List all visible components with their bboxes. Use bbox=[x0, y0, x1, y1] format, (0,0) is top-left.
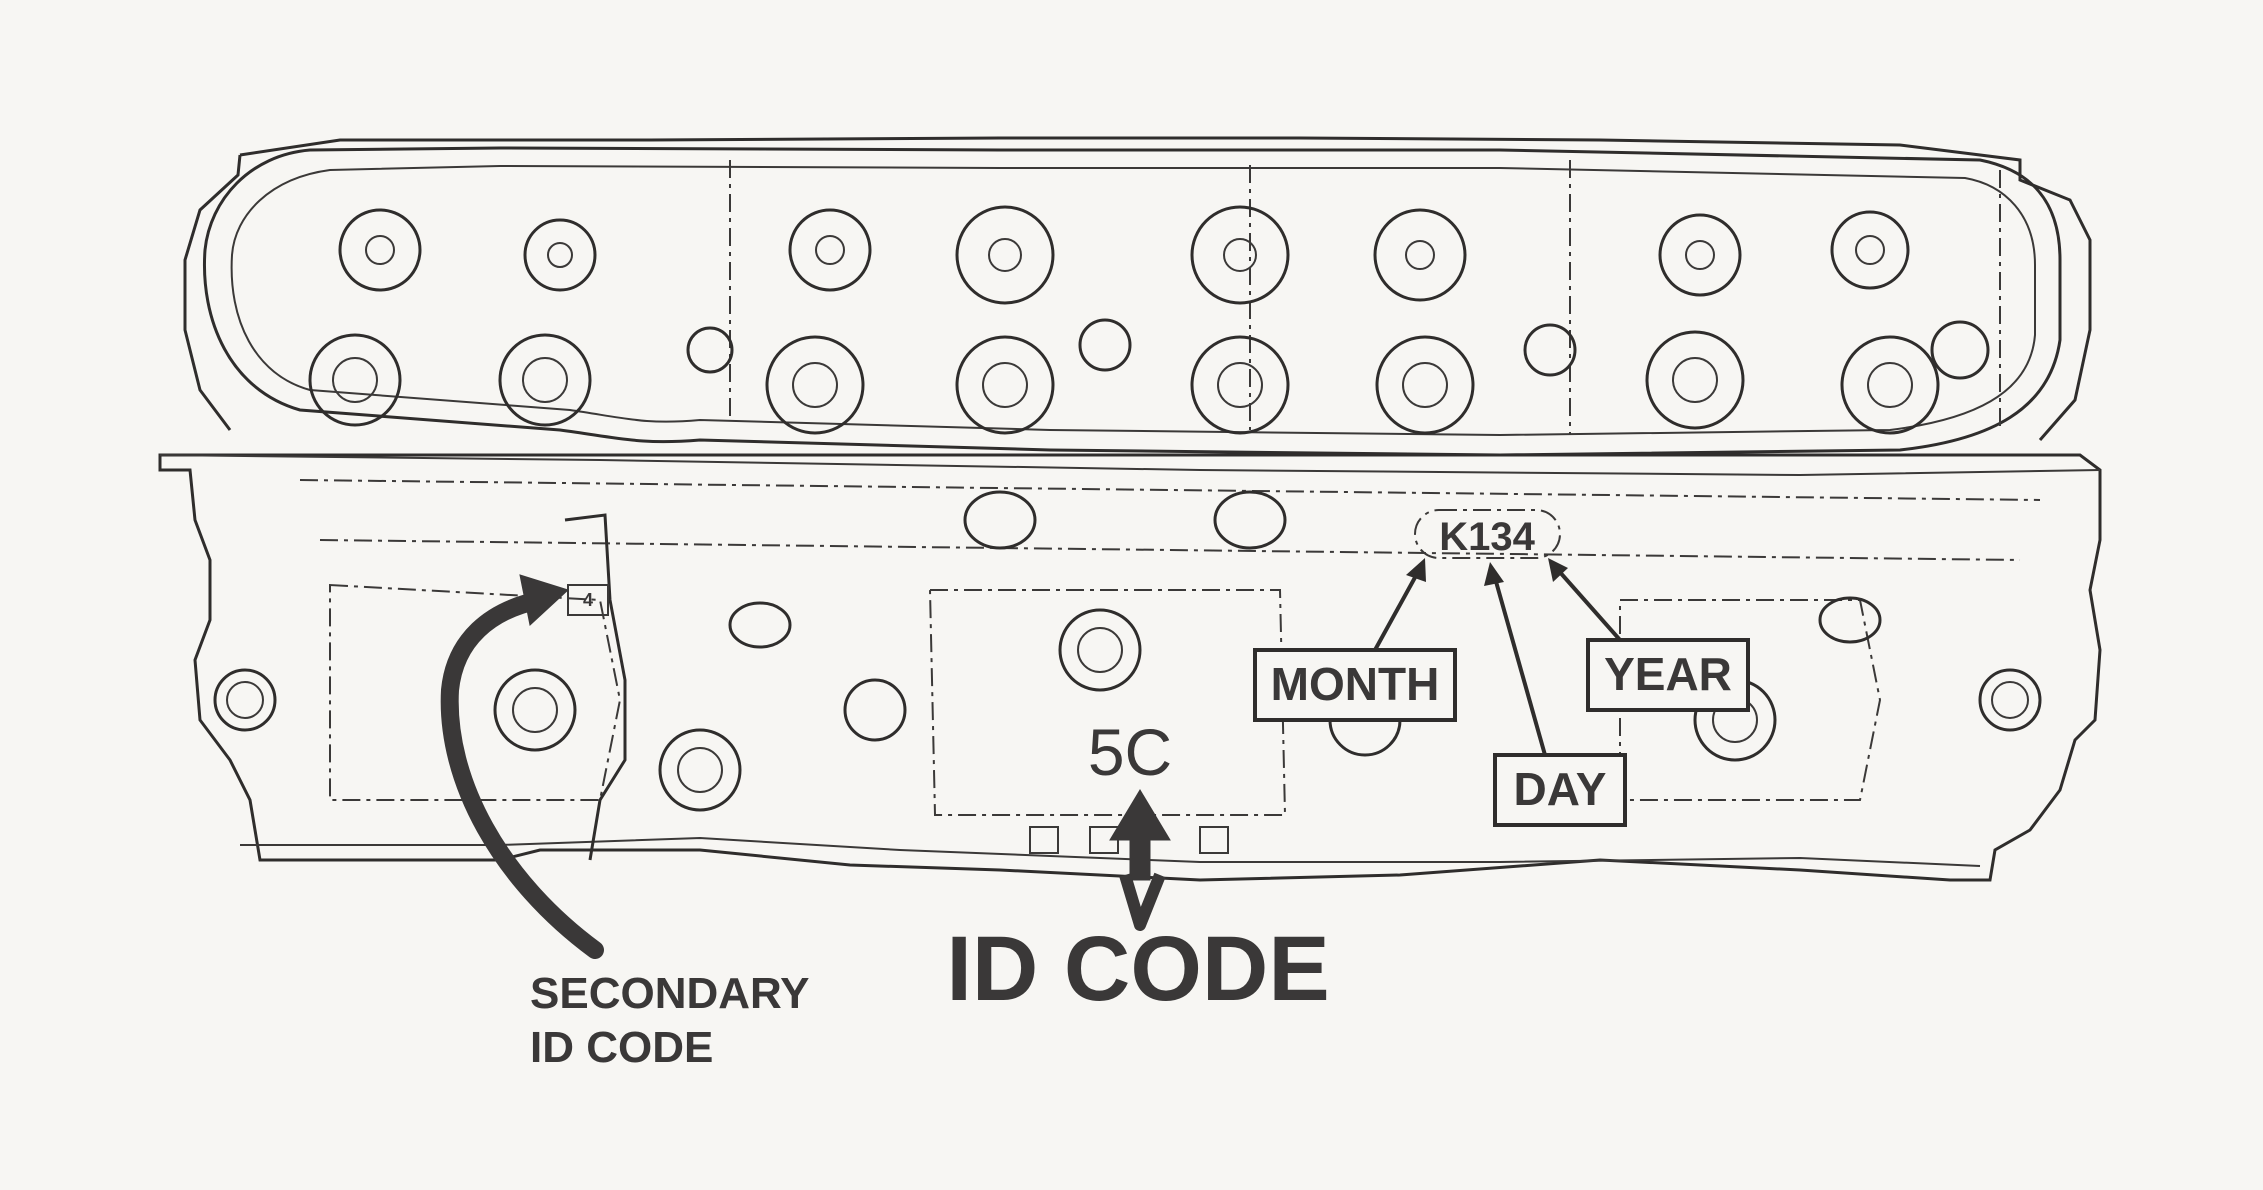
id-code-up-arrow bbox=[1109, 789, 1171, 881]
casting-code-text: 5C bbox=[1088, 715, 1172, 789]
left-port-outline bbox=[329, 583, 622, 801]
year-label: YEAR bbox=[1604, 648, 1732, 700]
day-callout: DAY bbox=[1493, 753, 1627, 827]
secondary-arrow-head bbox=[519, 574, 569, 626]
secondary-label-line2: ID CODE bbox=[530, 1023, 713, 1072]
stamp-oval bbox=[1414, 509, 1561, 559]
stamp-code-text: K134 bbox=[1439, 515, 1535, 559]
rocker-rail-inner bbox=[230, 164, 2036, 437]
month-arrow-head bbox=[1406, 558, 1426, 582]
day-box bbox=[1493, 753, 1627, 827]
head-lower-line bbox=[240, 836, 1981, 867]
secondary-id-pad bbox=[567, 584, 609, 616]
port-slot bbox=[1199, 826, 1229, 854]
secondary-label-line1: SECONDARY bbox=[530, 969, 810, 1018]
day-arrow-line bbox=[1493, 577, 1547, 756]
front-upper-bosses bbox=[728, 490, 1882, 649]
cylinder-head-illustration: 4 bbox=[158, 136, 2102, 882]
head-front-face bbox=[158, 453, 2102, 882]
id-code-label: ID CODE bbox=[946, 918, 1329, 1020]
head-top-left-edge bbox=[183, 154, 242, 431]
stamp-arrows bbox=[1373, 558, 1622, 756]
rocker-rail-outer bbox=[202, 146, 2062, 457]
head-deck-line bbox=[159, 454, 2101, 477]
secondary-mark-text: 4 bbox=[583, 590, 593, 610]
year-callout: YEAR bbox=[1586, 638, 1750, 712]
secondary-arrow bbox=[440, 574, 604, 959]
secondary-arrow-curve bbox=[440, 591, 604, 959]
month-callout: MONTH bbox=[1253, 648, 1457, 722]
left-dashed-rail bbox=[729, 160, 2001, 435]
year-arrow-head bbox=[1548, 558, 1568, 582]
rocker-bosses bbox=[338, 205, 1910, 305]
id-code-split-arrow bbox=[1119, 872, 1166, 931]
valve-pockets bbox=[308, 330, 1940, 435]
month-arrow-line bbox=[1373, 571, 1420, 651]
month-box bbox=[1253, 648, 1457, 722]
secondary-id-boss bbox=[564, 513, 627, 861]
center-port-outline bbox=[928, 589, 1287, 816]
port-slot bbox=[1029, 826, 1059, 854]
upper-dashed-band-2 bbox=[319, 539, 2021, 561]
date-stamp: K134 bbox=[1414, 509, 1561, 559]
upper-dashed-band bbox=[299, 479, 2041, 501]
day-label: DAY bbox=[1514, 763, 1607, 815]
pushrod-holes bbox=[686, 318, 1990, 380]
id-code-arrows bbox=[1109, 789, 1171, 931]
year-box bbox=[1586, 638, 1750, 712]
month-label: MONTH bbox=[1271, 658, 1440, 710]
head-top-outline bbox=[239, 136, 2092, 441]
day-arrow-head bbox=[1484, 562, 1504, 586]
year-arrow-line bbox=[1556, 568, 1622, 642]
